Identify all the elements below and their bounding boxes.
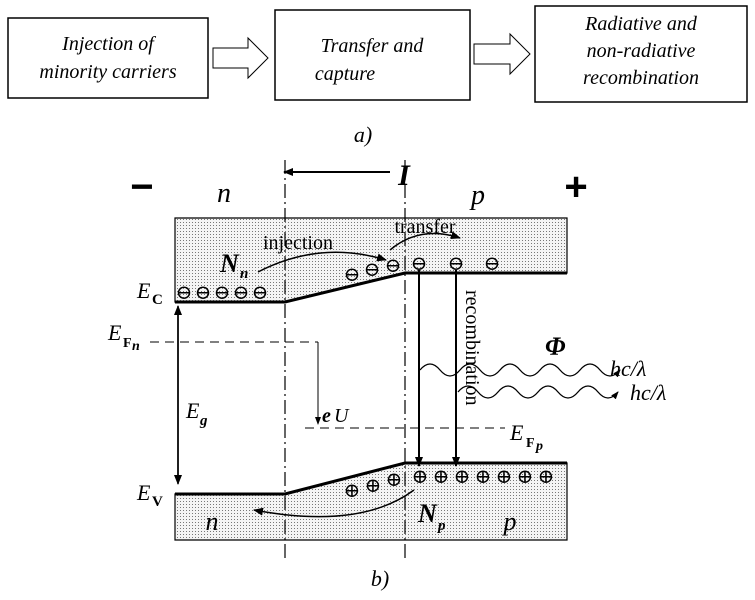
n-region-label-top: n [217,178,231,209]
Ec-label: E C [136,278,163,308]
photon-wave-1 [419,363,621,378]
svg-text:E: E [136,480,151,505]
electron: ⊖ [233,282,250,304]
svg-text:N: N [417,499,438,528]
svg-text:V: V [152,494,163,510]
hole-injection-arrow [253,489,415,518]
svg-text:F: F [526,436,535,451]
transfer-arrow [389,231,461,251]
flow-box-injection-line2: minority carriers [39,61,176,83]
svg-text:N: N [219,249,240,278]
flow-chart: Injection of minority carriers Transfer … [7,5,748,147]
electron: ⊖ [214,282,231,304]
svg-text:E: E [136,278,151,303]
svg-text:n: n [240,266,248,282]
hole: ⊕ [517,466,534,488]
photon-energy-label-2: hc/λ [630,380,666,405]
hole: ⊕ [344,480,361,502]
Nn-label: N n [219,249,248,282]
transfer-label: transfer [394,216,455,238]
photon-flux-label: Φ [545,332,566,361]
flow-box-recombination-line3: recombination [583,67,699,89]
plus-terminal: + [564,165,587,209]
injection-arrow [257,251,387,273]
minus-terminal: − [130,165,153,209]
flow-box-transfer [274,9,471,101]
EFp-label: E F p [509,420,543,454]
photon-energy-label-1: hc/λ [610,356,646,381]
electrons: ⊖ ⊖ ⊖ ⊖ ⊖ ⊖ ⊖ ⊖ ⊖ ⊖ ⊖ [176,253,501,304]
electron: ⊖ [195,282,212,304]
svg-text:e: e [322,405,331,427]
svg-text:U: U [334,405,350,427]
hole: ⊕ [386,469,403,491]
Np-label: N p [417,499,446,534]
recombination-label: recombination [461,290,483,406]
svg-text:n: n [132,339,140,354]
conduction-band-edge [175,271,567,304]
svg-text:E: E [185,398,200,423]
svg-text:g: g [199,413,208,429]
injection-label: injection [263,232,333,254]
eU-label: e U [322,405,350,427]
Eg-label: E g [185,398,208,429]
electron: ⊖ [385,255,402,277]
flow-arrow-1 [212,36,269,80]
n-region-label-bottom: n [206,507,219,536]
holes: ⊕ ⊕ ⊕ ⊕ ⊕ ⊕ ⊕ ⊕ ⊕ ⊕ [344,466,555,502]
flow-box-recombination-line2: non-radiative [587,40,696,62]
flow-arrow-2 [473,32,531,76]
hole: ⊕ [496,466,513,488]
electron: ⊖ [176,282,193,304]
svg-text:p: p [535,439,543,454]
flow-box-transfer-line1: Transfer and [321,35,425,57]
EFn-label: E F n [107,320,140,354]
flow-box-recombination-line1: Radiative and [584,13,698,35]
svg-text:p: p [436,518,446,534]
valence-band-edge [175,461,567,496]
svg-text:C: C [152,292,163,308]
flow-box-injection-line1: Injection of [61,33,156,55]
band-diagram: ⊖ ⊖ ⊖ ⊖ ⊖ ⊖ ⊖ ⊖ ⊖ ⊖ ⊖ ⊕ ⊕ ⊕ ⊕ ⊕ ⊕ ⊕ ⊕ ⊕ … [107,159,666,591]
electron: ⊖ [448,253,465,275]
electron: ⊖ [364,259,381,281]
caption-a: a) [354,122,372,147]
current-label: I [397,159,411,192]
electron: ⊖ [344,264,361,286]
electron: ⊖ [484,253,501,275]
p-region-label-bottom: p [502,507,517,536]
flow-box-recombination [534,5,748,103]
p-region-label-top: p [469,180,485,211]
svg-text:E: E [509,420,524,445]
electron: ⊖ [252,282,269,304]
svg-text:E: E [107,320,122,345]
hole: ⊕ [365,475,382,497]
photon-wave-2 [457,385,619,400]
hole: ⊕ [538,466,555,488]
hole: ⊕ [454,466,471,488]
svg-text:F: F [123,336,132,351]
hole: ⊕ [475,466,492,488]
electron: ⊖ [411,253,428,275]
Ev-label: E V [136,480,163,510]
flow-box-injection [7,17,209,99]
caption-b: b) [371,566,389,591]
hole: ⊕ [412,466,429,488]
hole: ⊕ [433,466,450,488]
flow-box-transfer-line2: capture [315,63,375,85]
